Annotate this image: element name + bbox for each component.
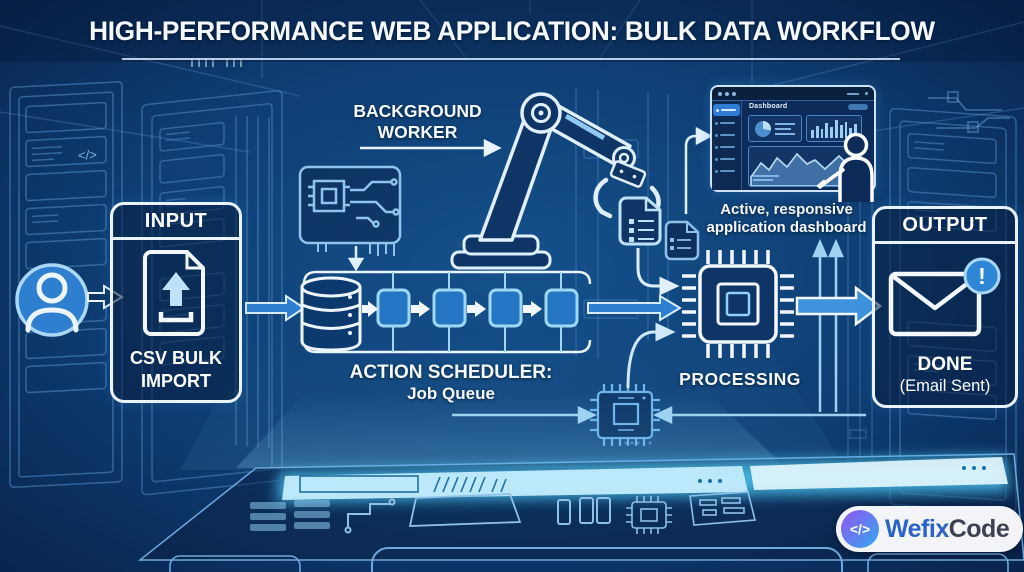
presenter-person-icon <box>816 132 874 202</box>
dashboard-window: Dashboard <box>710 85 876 202</box>
circuit-board-icon <box>298 165 402 256</box>
arrow-processing-to-output <box>795 285 883 327</box>
pie-chart-panel <box>748 115 802 142</box>
output-body: ! <box>875 244 1015 353</box>
pie-legend-lines <box>775 122 795 135</box>
arrow-input-to-scheduler <box>245 294 306 322</box>
rack-code-icon: </> <box>78 147 97 163</box>
user-icon <box>15 263 89 337</box>
dashboard-action-pill <box>848 104 868 110</box>
dashboard-main: Dashboard <box>742 101 874 190</box>
queue-boxes <box>376 288 579 328</box>
circuit-trace-top-right <box>928 91 1010 133</box>
database-icon <box>300 276 362 352</box>
output-card: OUTPUT ! DONE (Email Sent) <box>872 206 1018 408</box>
page-title: HIGH-PERFORMANCE WEB APPLICATION: BULK D… <box>89 16 935 46</box>
arrow-up-to-dashboard <box>684 126 713 214</box>
dashboard-sidebar <box>712 101 742 190</box>
queue-box-2 <box>432 288 467 328</box>
alert-badge-icon <box>963 257 1001 295</box>
input-label: CSV BULK IMPORT <box>129 348 222 391</box>
queue-arrows <box>362 301 542 317</box>
window-dot-icon <box>725 91 729 96</box>
sidebar-item <box>713 104 740 116</box>
sidebar-item <box>712 141 741 153</box>
logo-text: WefixCode <box>885 514 1010 543</box>
title-tick-marks <box>191 59 242 67</box>
microchip-icon <box>590 384 660 446</box>
alert-badge-glyph: ! <box>978 263 986 289</box>
queue-box-3 <box>488 288 523 328</box>
arrow-feedback-to-chip <box>653 406 866 424</box>
arrow-board-down <box>347 246 365 272</box>
scheduler-ticks <box>392 272 562 352</box>
sidebar-item <box>712 117 741 129</box>
arrows-up-to-dashboard <box>812 238 844 412</box>
input-header: INPUT <box>113 205 239 240</box>
sidebar-item <box>712 129 741 141</box>
ceiling-grid-lines <box>0 0 1024 153</box>
console-desk <box>137 441 1024 572</box>
scheduler-label: ACTION SCHEDULER: Job Queue <box>349 362 553 404</box>
sidebar-item <box>712 153 741 165</box>
window-dot-icon <box>718 91 722 96</box>
pie-chart-icon <box>755 120 771 137</box>
gripper-document-icon <box>618 196 662 246</box>
arrow-worker-to-robot <box>360 138 502 158</box>
queue-box-4 <box>544 288 579 328</box>
dashboard-titlebar <box>712 87 874 101</box>
output-label: DONE (Email Sent) <box>899 353 991 396</box>
background-worker-label: BACKGROUND WORKER <box>353 101 482 143</box>
title-underline <box>122 58 900 60</box>
cpu-chip-icon <box>682 250 794 358</box>
queue-box-1 <box>376 288 411 328</box>
dashboard-caption: Active, responsive application dashboard <box>706 201 867 237</box>
code-badge-icon: </> <box>841 510 879 548</box>
email-notification-icon: ! <box>888 257 1001 337</box>
dashboard-content: Dashboard <box>712 101 874 190</box>
console-chip-icon <box>626 496 672 534</box>
arrow-scheduler-to-chip <box>452 406 597 424</box>
dashboard-window-title: Dashboard <box>749 103 788 110</box>
bar-chart-panel <box>806 115 862 142</box>
arrow-chip-to-processing <box>626 322 676 389</box>
window-minimize-icon <box>847 92 859 95</box>
arrow-document-to-processing <box>636 248 680 296</box>
input-card: INPUT CSV BULK IMPORT <box>110 202 242 403</box>
input-body <box>113 240 239 347</box>
processing-label: PROCESSING <box>679 369 801 389</box>
sidebar-item <box>712 165 741 177</box>
output-header: OUTPUT <box>875 209 1015 244</box>
document-icon-2 <box>664 220 700 261</box>
console-light-beam-wide <box>180 330 846 470</box>
csv-upload-icon <box>143 249 205 336</box>
robot-arm <box>450 92 661 270</box>
window-control-icon <box>865 92 868 95</box>
arrow-queue-to-processing <box>587 294 682 322</box>
window-dot-icon <box>732 91 736 96</box>
wefixcode-logo: </> WefixCode <box>836 506 1024 552</box>
title-band <box>0 0 1024 62</box>
